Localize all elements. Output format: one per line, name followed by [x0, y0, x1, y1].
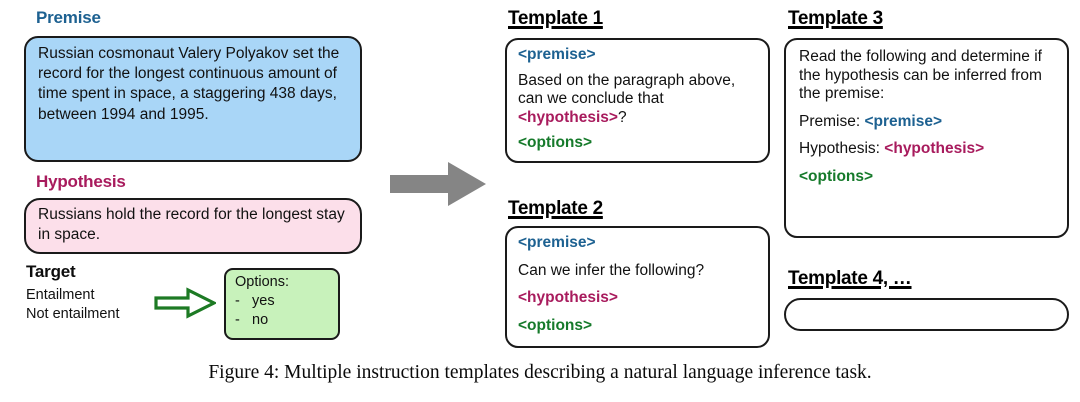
template-1-box: <premise> Based on the paragraph above, …: [505, 38, 770, 163]
template-3-premise-slot: <premise>: [864, 112, 943, 130]
template-2-hypothesis-slot: <hypothesis>: [518, 289, 618, 306]
spacer: [518, 280, 760, 289]
target-label-not-entailment: Not entailment: [26, 306, 120, 322]
template-2-instruction: Can we infer the following?: [518, 261, 705, 279]
template-3-options-slot: <options>: [799, 167, 874, 185]
hypothesis-heading: Hypothesis: [36, 172, 126, 191]
options-item-label: no: [252, 312, 269, 328]
options-bullet: -: [235, 312, 240, 328]
spacer: [518, 65, 760, 72]
template-1-instruction-text: Based on the paragraph above, can we con…: [518, 71, 736, 108]
template-1-heading: Template 1: [508, 8, 603, 29]
gray-right-arrow-icon: [390, 162, 486, 206]
options-box: Options: -yes -no: [224, 268, 340, 340]
template-2-options-slot: <options>: [518, 316, 593, 334]
figure-caption: Figure 4: Multiple instruction templates…: [208, 362, 872, 383]
premise-text: Russian cosmonaut Valery Polyakov set th…: [38, 45, 340, 123]
template-2-heading: Template 2: [508, 198, 603, 219]
template-3-box: Read the following and determine if the …: [784, 38, 1069, 238]
template-1-options-slot: <options>: [518, 134, 593, 151]
template-2-box: <premise> Can we infer the following? <h…: [505, 226, 770, 348]
template-3-hypothesis-label: Hypothesis:: [799, 140, 885, 157]
spacer: [518, 308, 760, 317]
premise-box: Russian cosmonaut Valery Polyakov set th…: [24, 36, 362, 162]
template-1-instruction-suffix: ?: [617, 108, 627, 126]
template-1-instruction: Based on the paragraph above, can we con…: [518, 72, 760, 128]
template-3-instruction: Read the following and determine if the …: [799, 48, 1042, 102]
template-2-premise-slot: <premise>: [518, 234, 596, 251]
target-heading: Target: [26, 262, 76, 281]
template-4-heading: Template 4, …: [788, 268, 912, 289]
template-3-hypothesis-row: Hypothesis: <hypothesis>: [799, 140, 1059, 159]
spacer: [518, 127, 760, 134]
template-3-heading: Template 3: [788, 8, 883, 29]
spacer: [799, 159, 1059, 168]
target-label-entailment: Entailment: [26, 287, 95, 303]
template-1-premise-slot: <premise>: [518, 46, 596, 63]
template-1-hypothesis-slot: <hypothesis>: [518, 108, 618, 126]
template-4-box: [784, 298, 1069, 331]
options-item-no: -no: [235, 311, 338, 330]
hypothesis-box: Russians hold the record for the longest…: [24, 198, 362, 254]
template-3-premise-row: Premise: <premise>: [799, 113, 1059, 132]
spacer: [799, 104, 1059, 113]
options-title: Options:: [235, 274, 289, 290]
target-label-list: Entailment Not entailment: [26, 286, 120, 324]
spacer: [799, 131, 1059, 140]
green-outline-right-arrow-icon: [154, 287, 216, 319]
options-item-label: yes: [252, 293, 275, 309]
options-item-yes: -yes: [235, 292, 338, 311]
spacer: [518, 253, 760, 262]
options-bullet: -: [235, 293, 240, 309]
hypothesis-text: Russians hold the record for the longest…: [38, 206, 345, 244]
template-3-hypothesis-slot: <hypothesis>: [884, 140, 985, 157]
template-3-premise-label: Premise:: [799, 112, 865, 130]
premise-heading: Premise: [36, 8, 101, 27]
